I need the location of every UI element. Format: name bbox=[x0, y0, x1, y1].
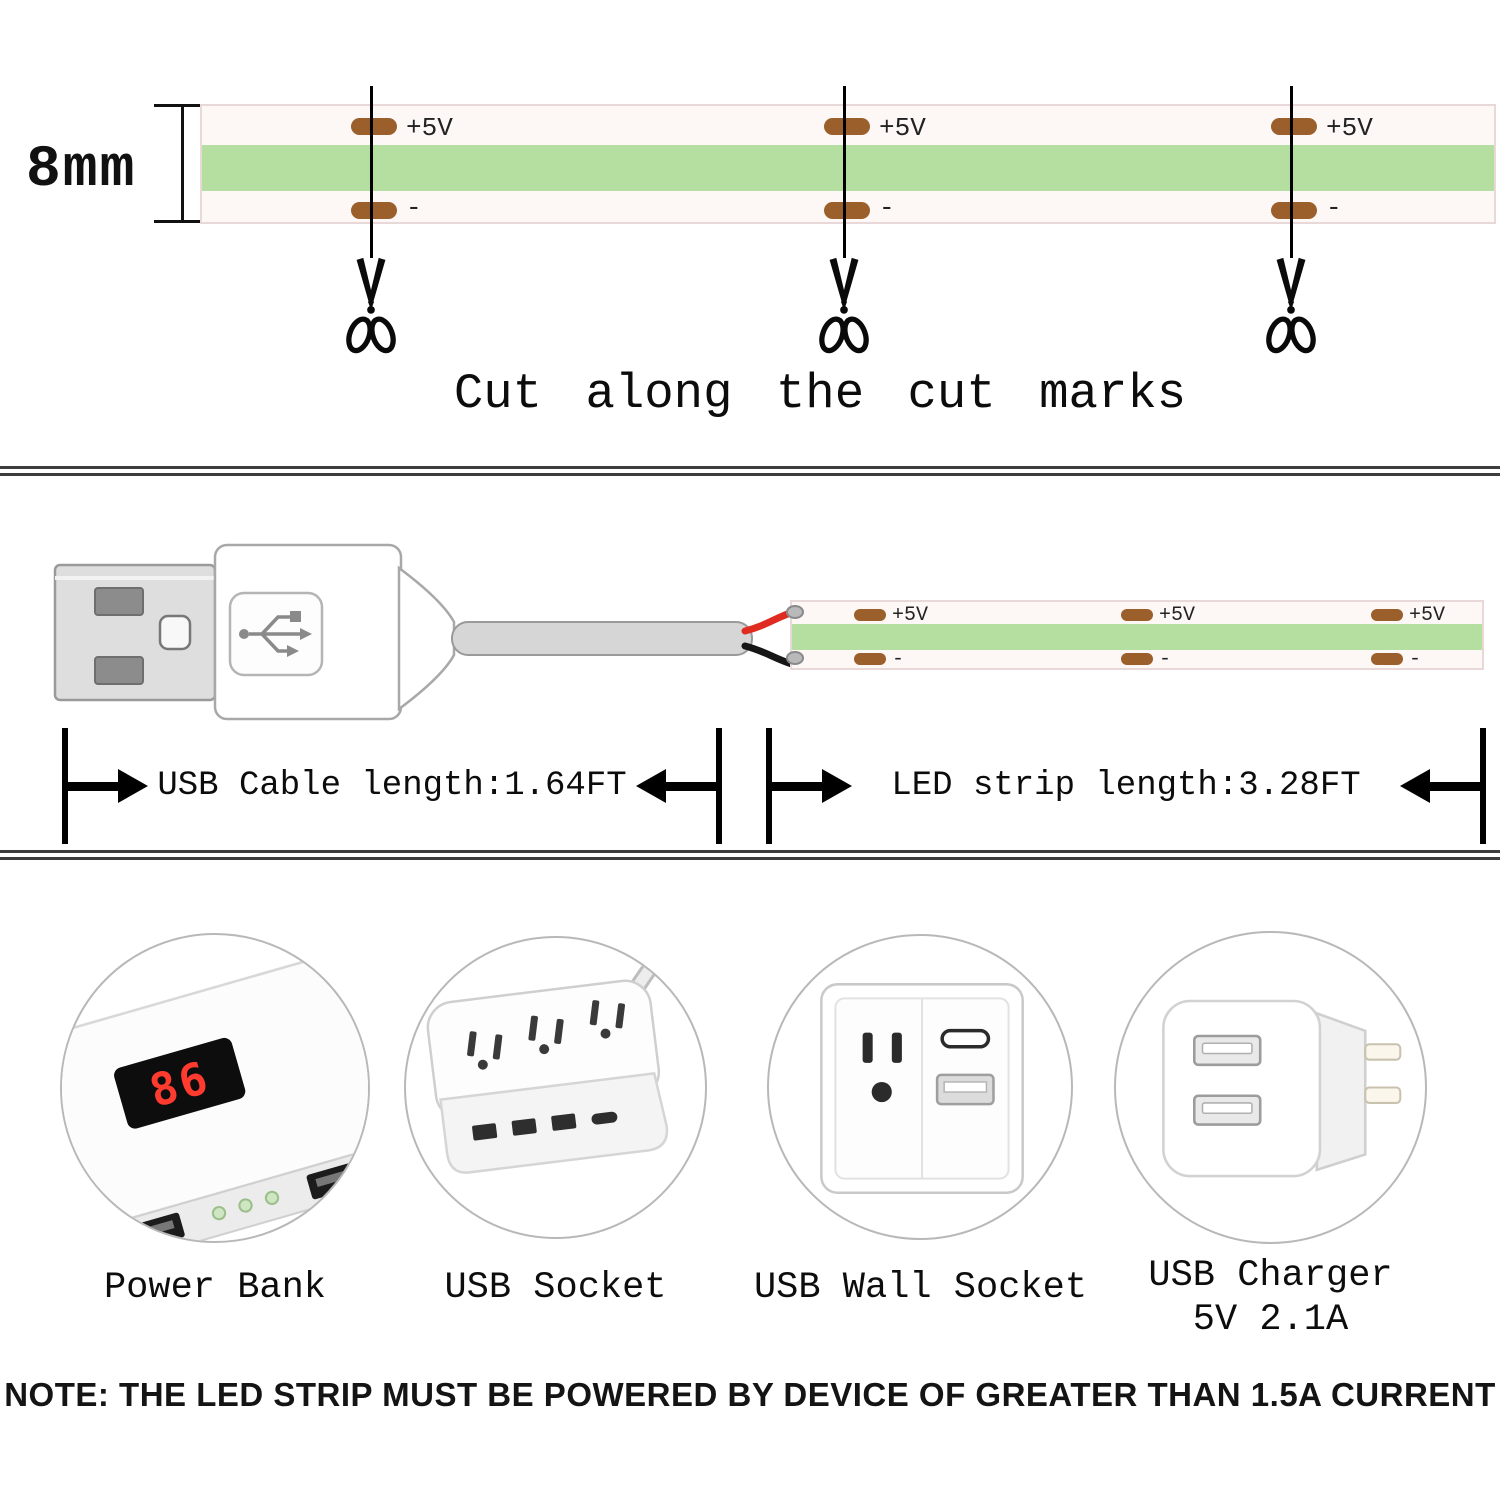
dimension-arrow-shaft bbox=[68, 781, 118, 791]
pad-negative-label: - bbox=[892, 648, 905, 671]
usb-socket-icon bbox=[426, 938, 693, 1174]
pad-negative-label: - bbox=[1326, 193, 1342, 223]
usb-connector-illustration bbox=[53, 543, 799, 721]
usb-charger-illustration bbox=[1114, 931, 1427, 1244]
led-strip-dimension: LED strip length:3.28FT bbox=[766, 728, 1486, 844]
copper-pad bbox=[351, 202, 397, 219]
usb-wall-socket-illustration bbox=[767, 934, 1073, 1240]
usb-ports bbox=[472, 1111, 618, 1141]
pad-positive-label: +5V bbox=[879, 113, 926, 143]
arrow-right-icon bbox=[118, 769, 148, 803]
width-bracket-tick-bottom bbox=[154, 220, 206, 223]
usb-cable-length-label: USB Cable length:1.64FT bbox=[157, 767, 627, 805]
strip-width-label: 8mm bbox=[26, 138, 137, 203]
power-source-label-line2: 5V 2.1A bbox=[1192, 1299, 1349, 1341]
width-bracket-tick-top bbox=[154, 104, 206, 107]
cut-instruction-text: Cut along the cut marks bbox=[453, 366, 1187, 422]
section-divider bbox=[0, 850, 1500, 860]
arrow-right-icon bbox=[822, 769, 852, 803]
power-bank-icon: 86 bbox=[62, 941, 368, 1241]
pad-negative-label: - bbox=[879, 193, 895, 223]
usb-cable-dimension: USB Cable length:1.64FT bbox=[62, 728, 722, 844]
copper-pad bbox=[1271, 118, 1317, 135]
dimension-end-bar bbox=[62, 728, 68, 844]
usb-c-port bbox=[940, 1028, 991, 1049]
usb-charger-icon bbox=[1162, 999, 1402, 1178]
outlet-holes bbox=[467, 1000, 626, 1070]
led-strip-middle: +5V +5V +5V - - - bbox=[786, 600, 1484, 671]
pad-positive-label: +5V bbox=[892, 604, 929, 627]
scissors-icon bbox=[346, 257, 396, 354]
dimension-arrow-shaft bbox=[1430, 781, 1480, 791]
copper-pad bbox=[1371, 653, 1403, 665]
power-source-label: Power Bank bbox=[103, 1267, 327, 1309]
copper-pad bbox=[824, 202, 870, 219]
copper-pad bbox=[1121, 609, 1153, 621]
section-divider bbox=[0, 466, 1500, 476]
copper-pad bbox=[854, 653, 886, 665]
led-strip-phosphor-band bbox=[202, 145, 1494, 191]
copper-pad bbox=[1121, 653, 1153, 665]
dimension-end-bar bbox=[716, 728, 722, 844]
usb-a-port bbox=[1192, 1034, 1262, 1067]
pad-positive-label: +5V bbox=[1409, 604, 1446, 627]
dimension-end-bar bbox=[1480, 728, 1486, 844]
power-source-label: USB Wall Socket bbox=[753, 1267, 1088, 1309]
scissors-icon bbox=[1266, 257, 1316, 354]
pad-negative-label: - bbox=[406, 193, 422, 223]
copper-pad bbox=[1371, 609, 1403, 621]
usb-wall-socket-icon bbox=[820, 983, 1024, 1194]
power-bank-illustration: 86 bbox=[60, 933, 370, 1243]
width-bracket-line bbox=[181, 106, 184, 223]
led-strip-top: +5V +5V +5V - - - bbox=[200, 104, 1496, 224]
pad-positive-label: +5V bbox=[1159, 604, 1196, 627]
cut-mark-line bbox=[370, 86, 373, 258]
pad-negative-label: - bbox=[1409, 648, 1422, 671]
solder-point bbox=[786, 605, 804, 619]
power-source-label-line1: USB Charger bbox=[1148, 1255, 1393, 1297]
pad-negative-label: - bbox=[1159, 648, 1172, 671]
solder-point bbox=[786, 651, 804, 665]
pad-positive-label: +5V bbox=[406, 113, 453, 143]
power-source-label: USB Socket bbox=[444, 1267, 667, 1309]
usb-a-port bbox=[935, 1073, 995, 1106]
cut-mark-line bbox=[1290, 86, 1293, 258]
copper-pad bbox=[351, 118, 397, 135]
dimension-arrow-shaft bbox=[666, 781, 716, 791]
usb-cable bbox=[451, 621, 753, 656]
dimension-end-bar bbox=[766, 728, 772, 844]
cut-mark-line bbox=[843, 86, 846, 258]
led-strip-length-label: LED strip length:3.28FT bbox=[891, 767, 1361, 805]
usb-a-port bbox=[1192, 1094, 1262, 1126]
arrow-left-icon bbox=[1400, 769, 1430, 803]
led-strip-phosphor-band bbox=[792, 624, 1482, 650]
arrow-left-icon bbox=[636, 769, 666, 803]
ac-outlet bbox=[862, 1032, 902, 1103]
pad-positive-label: +5V bbox=[1326, 113, 1373, 143]
scissors-icon bbox=[819, 257, 869, 354]
power-requirement-note: NOTE: THE LED STRIP MUST BE POWERED BY D… bbox=[4, 1376, 1496, 1413]
copper-pad bbox=[824, 118, 870, 135]
dimension-arrow-shaft bbox=[772, 781, 822, 791]
usb-trident-icon bbox=[228, 591, 324, 677]
copper-pad bbox=[854, 609, 886, 621]
copper-pad bbox=[1271, 202, 1317, 219]
power-source-label: USB Charger 5V 2.1A bbox=[1108, 1254, 1433, 1342]
usb-socket-illustration bbox=[404, 936, 707, 1239]
